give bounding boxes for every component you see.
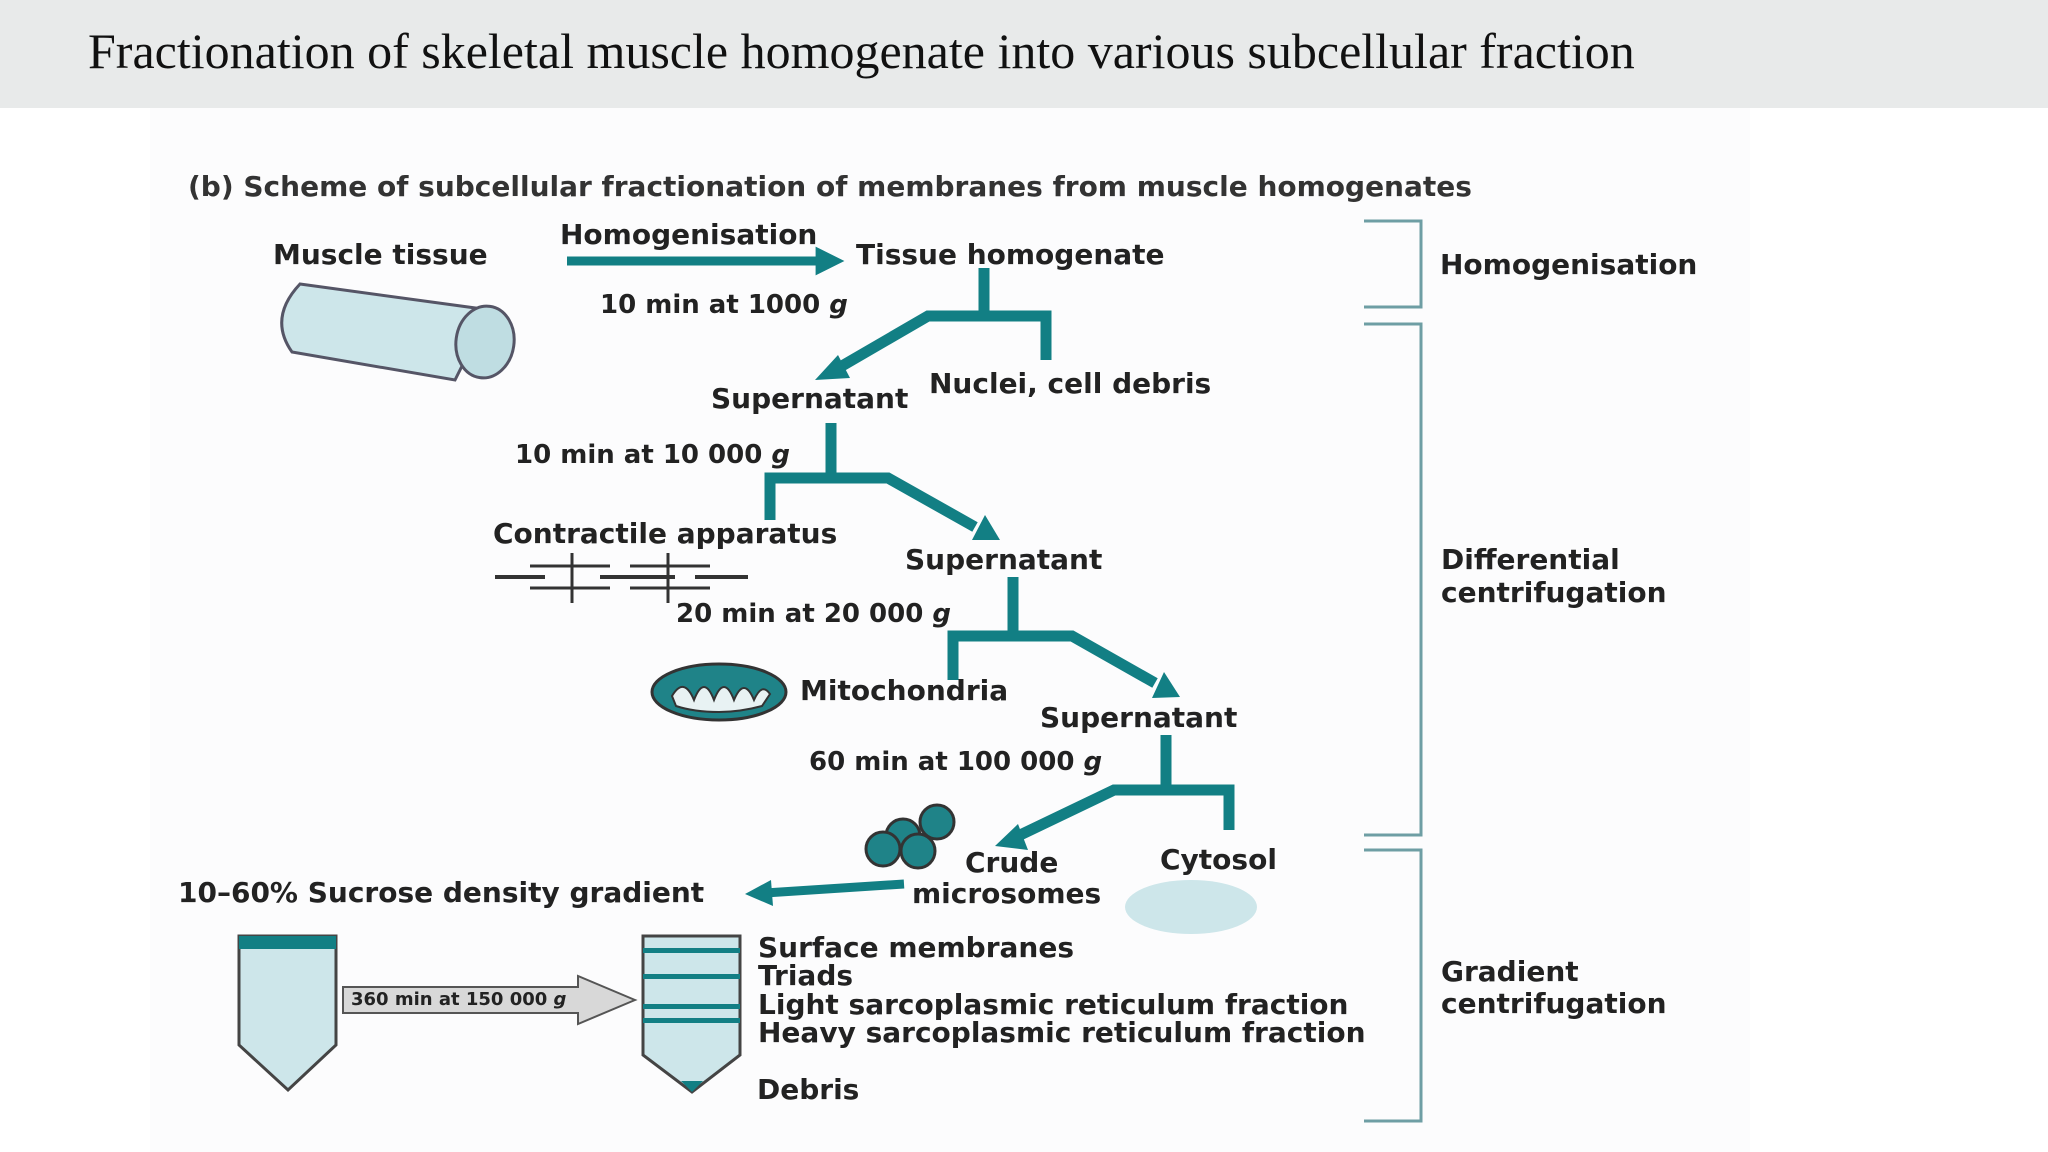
spin3-label: 20 min at 20 000 g [676, 599, 951, 629]
scheme-title: (b) Scheme of subcellular fractionation … [188, 170, 1472, 203]
stage-gradient-line1: Gradient [1441, 955, 1579, 988]
split-arrow-2 [764, 423, 978, 532]
split-arrow-3 [947, 577, 1158, 688]
spin2-g: g [771, 440, 790, 470]
bracket-gradient [1364, 848, 1423, 1123]
microsome-vesicles-icon [864, 803, 956, 870]
split-arrow-4 [1015, 735, 1235, 841]
split-arrow-4-head [995, 824, 1028, 850]
stage-brackets [1364, 219, 1423, 1123]
supernatant-1-label: Supernatant [711, 382, 908, 415]
cytosol-ellipse-icon [1125, 880, 1257, 934]
spin1-g: g [829, 290, 848, 320]
spin2-label: 10 min at 10 000 g [515, 440, 790, 470]
band-light-sr: Light sarcoplasmic reticulum fraction [758, 988, 1348, 1021]
bracket-homogenisation [1364, 219, 1423, 309]
diagram-panel [150, 108, 1750, 1152]
nuclei-label: Nuclei, cell debris [929, 367, 1211, 400]
supernatant-3-label: Supernatant [1040, 701, 1237, 734]
gradient-tube-before-icon [237, 934, 338, 1093]
split-arrow-2-head [972, 515, 1000, 540]
stage-differential-line2: centrifugation [1441, 576, 1667, 609]
spin4-label: 60 min at 100 000 g [809, 747, 1102, 777]
slide-title: Fractionation of skeletal muscle homogen… [88, 23, 1635, 79]
split-arrow-3-head [1152, 672, 1180, 698]
ultracentrifuge-arrow-icon [342, 974, 638, 1026]
bracket-differential [1364, 322, 1423, 837]
muscle-tissue-cylinder-icon [280, 282, 516, 382]
band-heavy-sr: Heavy sarcoplasmic reticulum fraction [758, 1016, 1366, 1049]
muscle-tissue-label: Muscle tissue [273, 238, 488, 271]
spin5-label: 360 min at 150 000 g [351, 989, 567, 1010]
gradient-load-arrow-head [745, 880, 773, 906]
debris-label: Debris [757, 1073, 859, 1106]
tissue-homogenate-label: Tissue homogenate [856, 238, 1165, 271]
crude-microsomes-line2: microsomes [912, 877, 1101, 910]
crude-microsomes-line1: Crude [965, 846, 1058, 879]
split-arrow-1 [832, 268, 1052, 375]
homogenisation-arrow-label: Homogenisation [560, 218, 817, 251]
title-bar: Fractionation of skeletal muscle homogen… [0, 0, 2048, 108]
contractile-label: Contractile apparatus [493, 517, 837, 550]
stage-differential-line1: Differential [1441, 543, 1620, 576]
spin3-g: g [932, 599, 951, 629]
spin1-label: 10 min at 1000 g [600, 290, 848, 320]
stage-homogenisation-label: Homogenisation [1440, 248, 1697, 281]
spin4-g: g [1083, 747, 1102, 777]
mitochondrion-icon [650, 662, 788, 722]
band-surface-membranes: Surface membranes [758, 931, 1074, 964]
stage-gradient-line2: centrifugation [1441, 987, 1667, 1020]
sucrose-gradient-label: 10–60% Sucrose density gradient [178, 876, 704, 909]
gradient-tube-after-icon [641, 934, 742, 1094]
gradient-load-arrow [764, 879, 905, 898]
supernatant-2-label: Supernatant [905, 543, 1102, 576]
cytosol-label: Cytosol [1160, 843, 1277, 876]
split-arrow-1-head [815, 355, 850, 380]
contractile-apparatus-icon [495, 553, 748, 603]
band-triads: Triads [758, 959, 853, 992]
spin5-g: g [554, 989, 567, 1010]
mitochondria-label: Mitochondria [800, 674, 1008, 707]
